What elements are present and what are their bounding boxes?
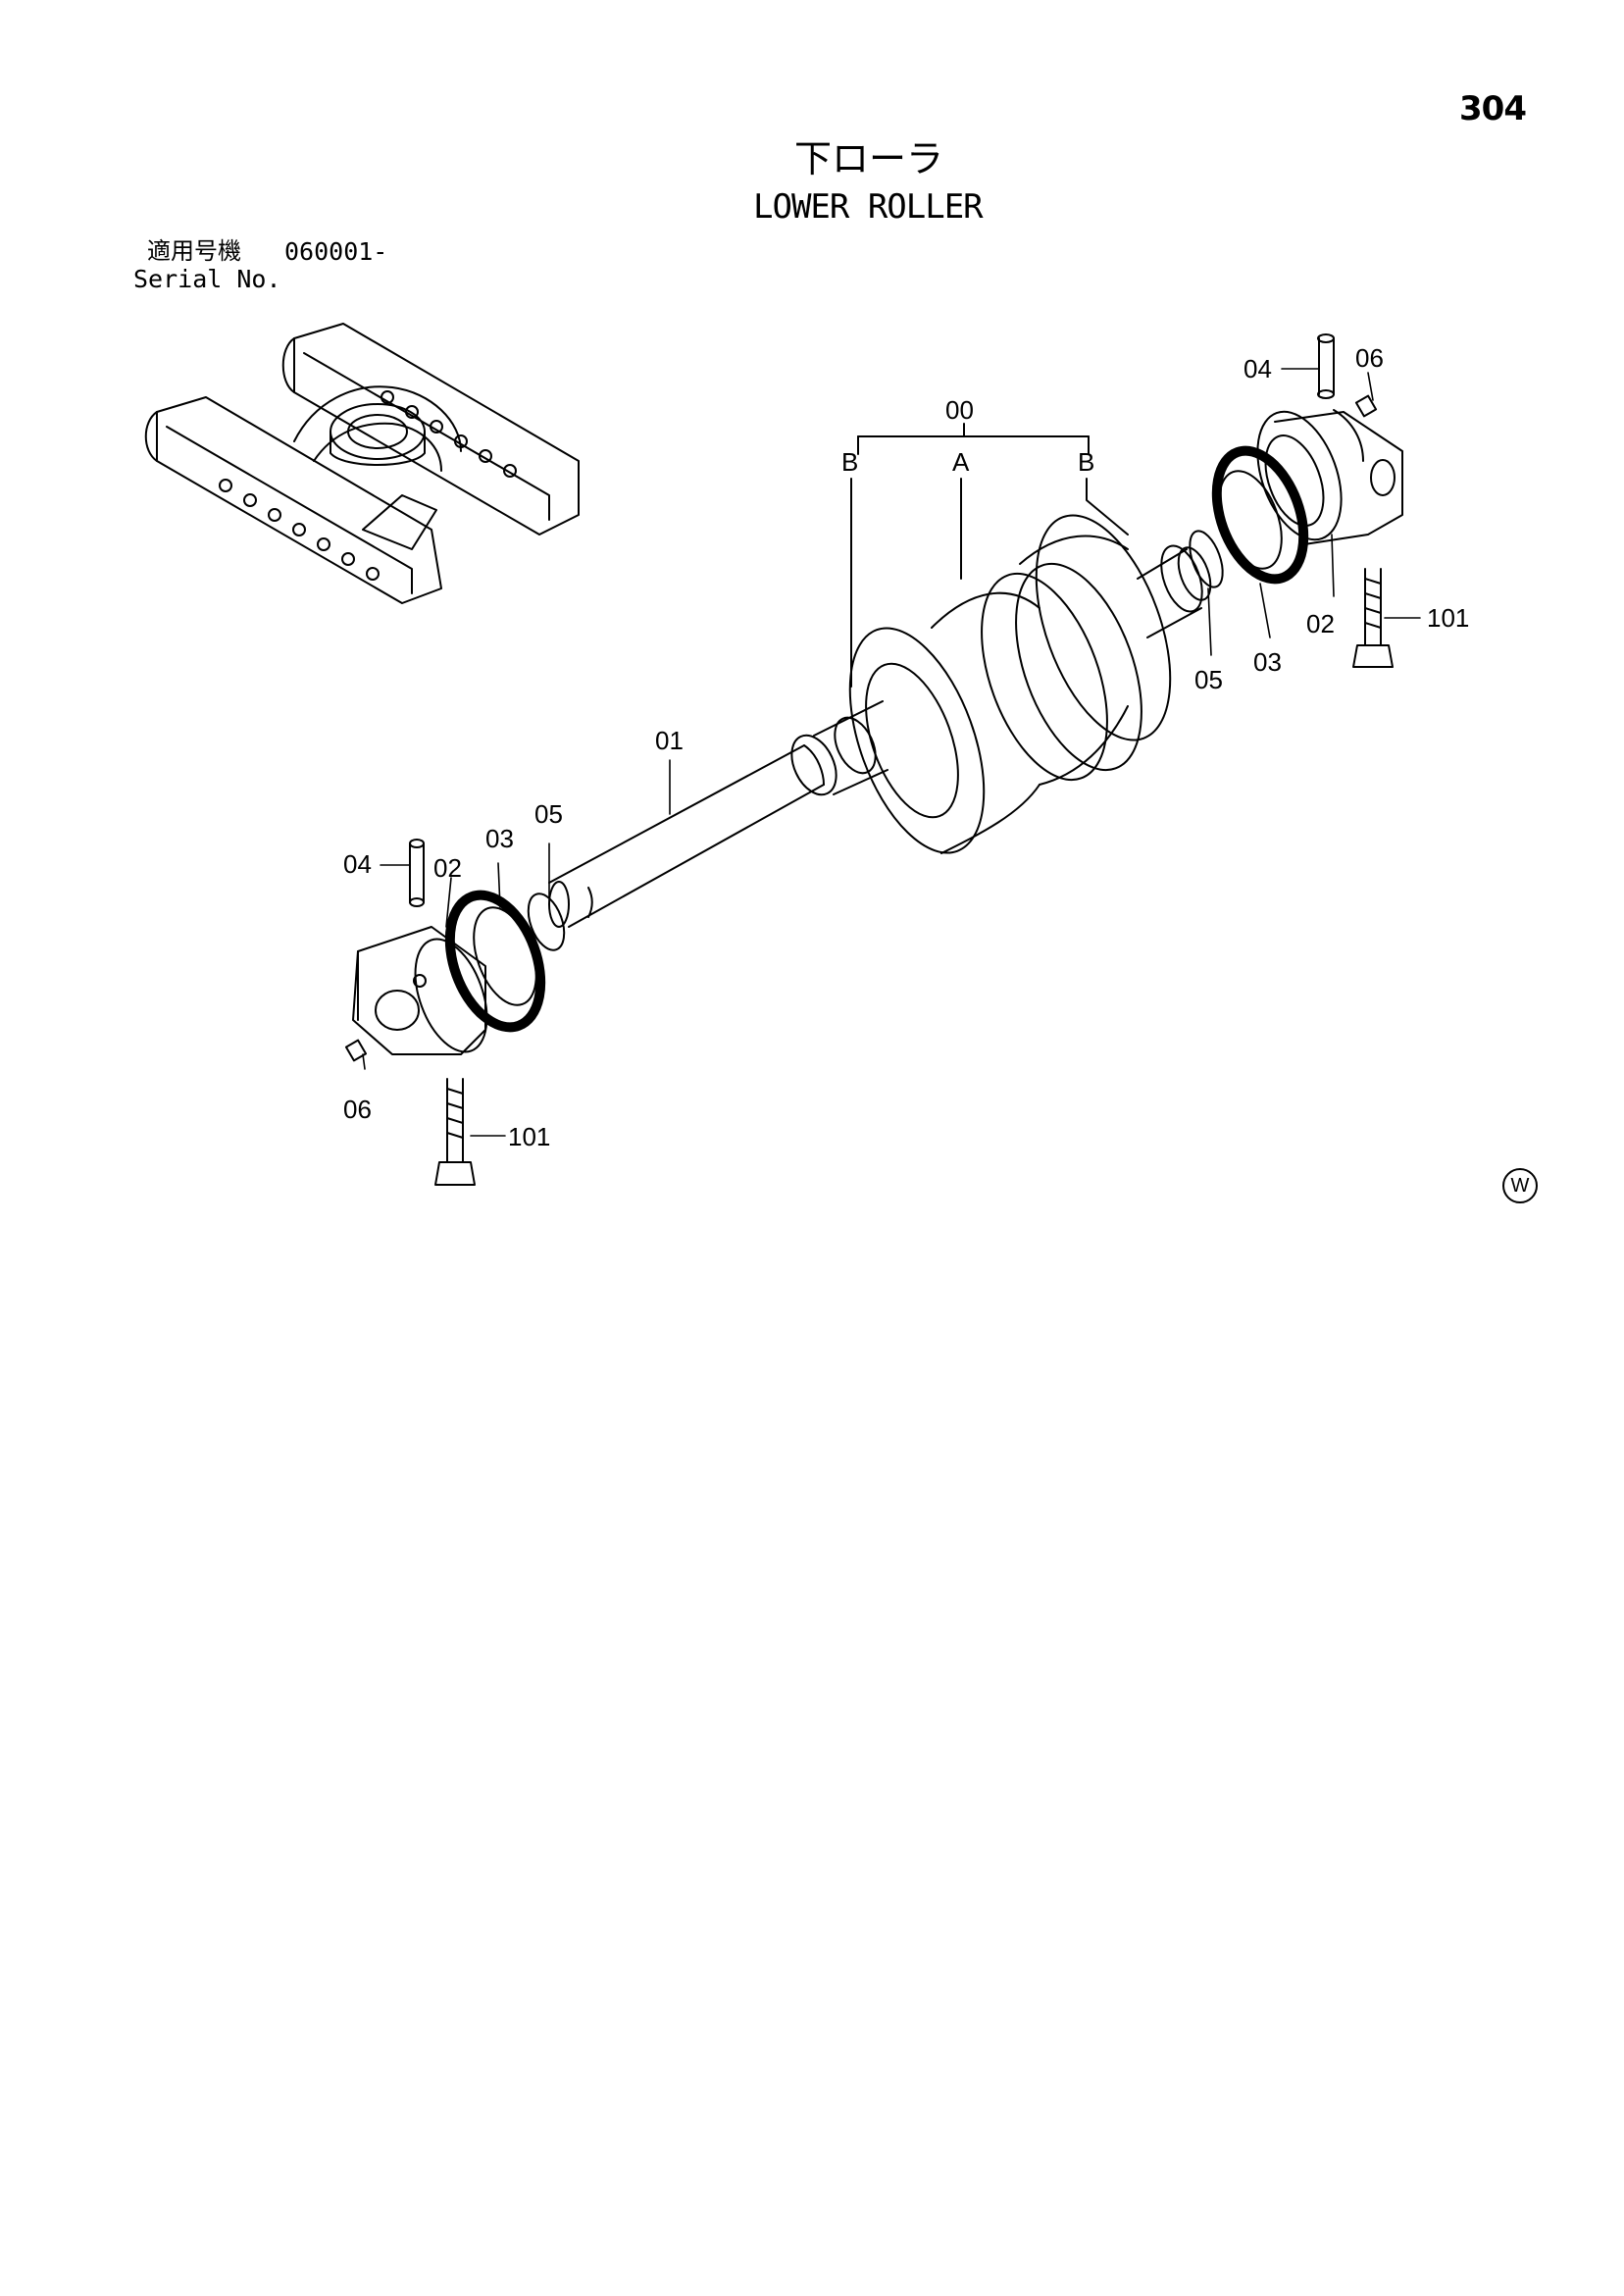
serial-number-value: 060001- xyxy=(284,237,388,266)
collar-right-drawing xyxy=(1242,400,1402,551)
callout-seal-03-right: 03 xyxy=(1253,647,1282,677)
callout-plug-06-left: 06 xyxy=(343,1095,372,1124)
bolt-left-drawing xyxy=(435,1079,475,1185)
page-number: 304 xyxy=(1459,89,1527,128)
title-japanese: 下ローラ xyxy=(794,137,944,180)
seal-left-drawing xyxy=(433,883,558,1040)
serial-label-english: Serial No. xyxy=(133,265,281,293)
callout-assembly-00: 00 xyxy=(945,395,974,425)
callout-pin-04-left: 04 xyxy=(343,849,372,879)
oring-right-drawing xyxy=(1184,527,1230,591)
pin-right-drawing xyxy=(1318,334,1334,398)
callout-collar-02-right: 02 xyxy=(1306,609,1335,638)
plug-right-drawing xyxy=(1356,396,1376,417)
shaft-drawing xyxy=(549,701,888,927)
callout-roller-a: A xyxy=(952,447,970,477)
callout-pin-04-right: 04 xyxy=(1243,354,1272,383)
callout-collar-02-left: 02 xyxy=(433,853,462,883)
callout-bolt-101-left: 101 xyxy=(508,1122,551,1151)
callout-plug-06-right: 06 xyxy=(1355,343,1384,373)
pin-left-drawing xyxy=(410,840,424,906)
callout-oring-05-right: 05 xyxy=(1194,665,1223,694)
plug-left-drawing xyxy=(346,1041,366,1061)
oring-left-drawing xyxy=(522,889,572,954)
bolt-right-drawing xyxy=(1353,569,1393,667)
assembly-bracket xyxy=(851,424,1128,687)
callout-bolt-101-right: 101 xyxy=(1427,603,1470,633)
seal-right-drawing xyxy=(1200,438,1320,590)
callout-oring-05-left: 05 xyxy=(534,799,563,829)
leader-lines xyxy=(363,369,1420,1136)
title-english: LOWER ROLLER xyxy=(753,187,984,227)
collar-left-drawing xyxy=(353,927,501,1061)
serial-label-japanese: 適用号機 xyxy=(147,237,241,265)
callout-flange-b-left: B xyxy=(841,447,859,477)
copyright-mark-icon: W xyxy=(1502,1168,1538,1203)
callout-seal-03-left: 03 xyxy=(485,824,514,853)
roller-body-drawing xyxy=(823,497,1216,870)
undercarriage-overview-illustration xyxy=(146,324,579,603)
callout-flange-b-right: B xyxy=(1078,447,1095,477)
callout-shaft-01: 01 xyxy=(655,726,684,755)
